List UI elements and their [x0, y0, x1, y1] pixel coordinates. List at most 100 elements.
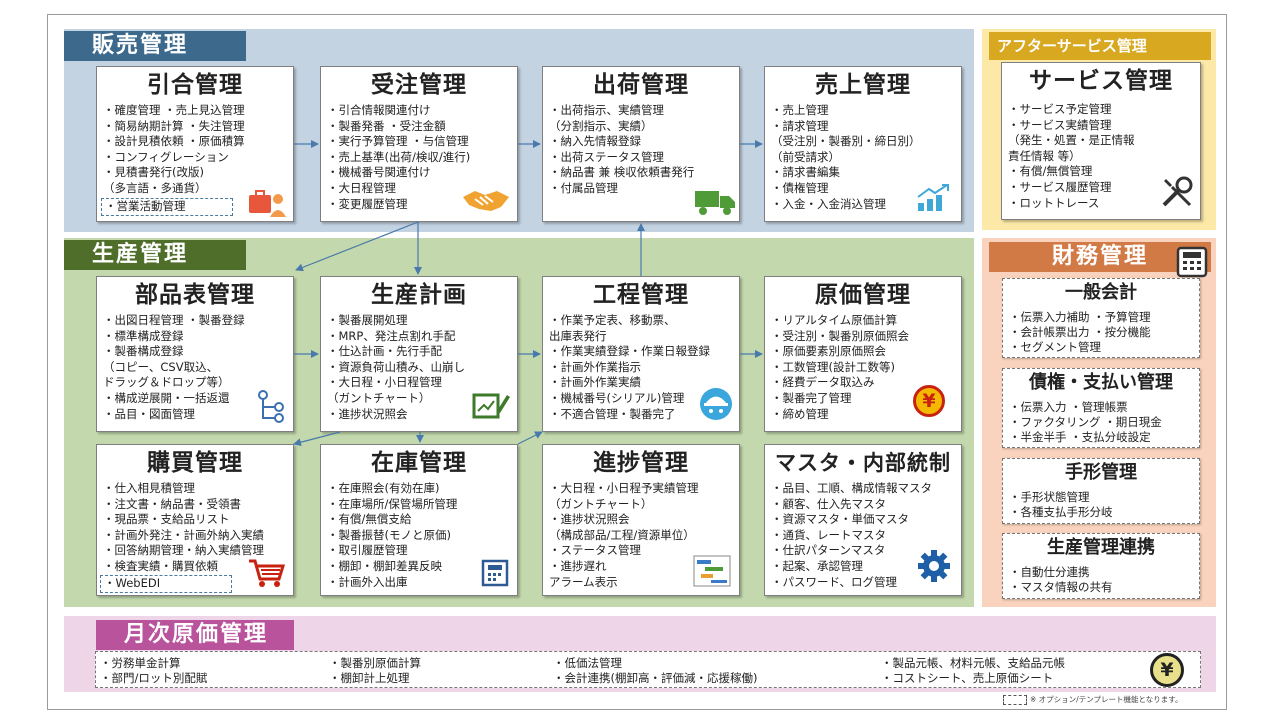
list-item: ・機械番号関連付け [327, 165, 431, 180]
list-item: ・検査実績・購買依頼 [103, 558, 218, 573]
list-item: （発生・処置・是正情報 [1008, 133, 1135, 148]
list-item: ・製番構成登録 [103, 344, 184, 359]
yen-coin-icon: ¥ [1150, 653, 1184, 687]
list-item: ・設計見積依頼 ・原価積算 [103, 134, 245, 149]
card-hikiai-list: ・確度管理 ・売上見込管理 ・簡易納期計算 ・失注管理 ・設計見積依頼 ・原価積… [97, 103, 293, 197]
card-purchase[interactable]: 購買管理 ・仕入相見積管理 ・注文書・納品書・受領書 ・現品票・支給品リスト ・… [96, 444, 294, 596]
card-service[interactable]: サービス管理 ・サービス予定管理 ・サービス実績管理 （発生・処置・是正情報 責… [1001, 62, 1201, 220]
list-item: ・低価法管理 [553, 656, 622, 670]
gear-icon [918, 550, 950, 582]
truck-icon [695, 191, 735, 215]
list-item: ・部門/ロット別配賦 [100, 671, 208, 685]
production-section-title: 生産管理 [64, 240, 246, 270]
card-progress[interactable]: 進捗管理 ・大日程・小日程予実績管理 （ガントチャート） ・進捗状況照会 （構成… [542, 444, 740, 596]
list-item: ・サービス予定管理 [1008, 102, 1112, 116]
aftersales-section-title: アフターサービス管理 [989, 32, 1211, 60]
monthly-col-2: ・製番別原価計算 ・棚卸計上処理 [329, 656, 421, 686]
list-item: ・労務単金計算 [100, 656, 181, 670]
finance-bills-box[interactable]: 手形管理 ・手形状態管理 ・各種支払手形分岐 [1002, 458, 1200, 524]
list-item: ・コンフィグレーション [103, 149, 229, 164]
list-item: （受注別・製番別・締日別） [771, 134, 921, 149]
card-bom-title: 部品表管理 [135, 282, 255, 308]
list-item: ・製番別原価計算 [329, 656, 421, 670]
list-item: ・各種支払手形分岐 [1009, 505, 1113, 519]
card-juchu[interactable]: 受注管理 ・引合情報関連付け ・製番発番 ・受注金額 ・実行予算管理 ・与信管理… [320, 66, 518, 222]
list-item: ・計画外発注・計画外納入実績 [103, 527, 264, 542]
card-inventory[interactable]: 在庫管理 ・在庫照会(有効在庫) ・在庫場所/保管場所管理 ・有償/無償支給 ・… [320, 444, 518, 596]
tools-icon [1162, 176, 1193, 207]
card-shukka[interactable]: 出荷管理 ・出荷指示、実績管理 （分割指示、実績） ・納入先情報登録 ・出荷ステ… [542, 66, 740, 222]
card-plan-title: 生産計画 [371, 282, 467, 308]
monthly-col-3: ・低価法管理 ・会計連携(棚卸高・評価減・応援稼働) [553, 656, 757, 686]
list-item: ・売上基準(出荷/検収/進行) [327, 149, 471, 164]
list-item: ・売上管理 [771, 103, 829, 117]
card-uriage[interactable]: 売上管理 ・売上管理 ・請求管理 （受注別・製番別・締日別） （前受請求） ・請… [764, 66, 962, 222]
list-item: ・実行予算管理 ・与信管理 [327, 134, 469, 149]
card-plan-list: ・製番展開処理 ・MRP、発注点割れ手配 ・仕込計画・先行手配 ・資源負荷山積み… [321, 313, 517, 422]
list-item: ・会計帳票出力 ・按分機能 [1009, 325, 1151, 339]
card-service-list: ・サービス予定管理 ・サービス実績管理 （発生・処置・是正情報 責任情報 等） … [1002, 102, 1200, 211]
list-item: （コピー、CSV取込、 [103, 359, 219, 374]
gantt-chart-icon [693, 555, 731, 587]
finance-general-list: ・伝票入力補助 ・予算管理 ・会計帳票出力 ・按分機能 ・セグメント管理 [1003, 310, 1199, 355]
list-item: ・大日程・小日程予実績管理 [549, 481, 699, 495]
card-cost-list: ・リアルタイム原価計算 ・受注別・製番別原価照会 ・原価要素別原価照会 ・工数管… [765, 313, 961, 422]
card-juchu-list: ・引合情報関連付け ・製番発番 ・受注金額 ・実行予算管理 ・与信管理 ・売上基… [321, 103, 517, 212]
list-item: アラーム表示 [549, 574, 618, 589]
list-item: ・品目・図面管理 [103, 406, 195, 421]
tree-structure-icon [258, 390, 284, 423]
card-plan[interactable]: 生産計画 ・製番展開処理 ・MRP、発注点割れ手配 ・仕込計画・先行手配 ・資源… [320, 276, 518, 432]
list-item: ・現品票・支給品リスト [103, 512, 230, 527]
finance-link-box[interactable]: 生産管理連携 ・自動仕分連携 ・マスタ情報の共有 [1002, 533, 1200, 599]
list-item: ・サービス実績管理 [1008, 117, 1112, 132]
list-item: ・工数管理(設計工数等) [771, 359, 895, 374]
list-item: （ガントチャート） [549, 496, 653, 511]
card-process[interactable]: 工程管理 ・作業予定表、移動票、 出庫表発行 ・作業実績登録・作業日報登録 ・計… [542, 276, 740, 432]
list-item: ・不適合管理・製番完了 [549, 406, 676, 421]
sales-section-title: 販売管理 [64, 31, 246, 61]
card-master-list: ・品目、工順、構成情報マスタ ・顧客、仕入先マスタ ・資源マスタ・単価マスタ ・… [765, 481, 961, 590]
list-item: ・原価要素別原価照会 [771, 344, 886, 359]
list-item: ・マスタ情報の共有 [1009, 580, 1113, 594]
card-process-title: 工程管理 [593, 282, 689, 308]
card-uriage-list: ・売上管理 ・請求管理 （受注別・製番別・締日別） （前受請求） ・請求書編集 … [765, 103, 961, 212]
card-juchu-title: 受注管理 [371, 72, 467, 98]
list-item: ・納品書 兼 検収依頼書発行 [549, 165, 695, 180]
list-item: ・在庫場所/保管場所管理 [327, 496, 458, 511]
list-item: ・会計連携(棚卸高・評価減・応援稼働) [553, 671, 758, 685]
list-item: ・出荷ステータス管理 [549, 149, 664, 164]
handshake-icon [463, 191, 509, 211]
list-item: ・品目、工順、構成情報マスタ [771, 481, 932, 495]
card-master-title: マスタ・内部統制 [775, 451, 951, 475]
list-item: ・注文書・納品書・受領書 [103, 496, 241, 511]
option-legend: ※ オプション/テンプレート機能となります。 [1003, 694, 1183, 705]
card-master[interactable]: マスタ・内部統制 ・品目、工順、構成情報マスタ ・顧客、仕入先マスタ ・資源マス… [764, 444, 962, 596]
list-item: ・製番完了管理 [771, 390, 852, 405]
chart-edit-icon [472, 393, 510, 419]
list-item: （前受請求） [771, 149, 840, 164]
finance-receivable-box[interactable]: 債権・支払い管理 ・伝票入力 ・管理帳票 ・ファクタリング ・期日現金 ・半金半… [1002, 368, 1200, 448]
list-item: ・納入先情報登録 [549, 134, 641, 149]
card-cost[interactable]: 原価管理 ・リアルタイム原価計算 ・受注別・製番別原価照会 ・原価要素別原価照会… [764, 276, 962, 432]
card-bom[interactable]: 部品表管理 ・出図日程管理 ・製番登録 ・標準構成登録 ・製番構成登録 （コピー… [96, 276, 294, 432]
card-hikiai[interactable]: 引合管理 ・確度管理 ・売上見込管理 ・簡易納期計算 ・失注管理 ・設計見積依頼… [96, 66, 294, 222]
briefcase-person-icon [249, 190, 286, 217]
list-item: ・進捗状況照会 [549, 512, 630, 527]
list-item: ・経費データ取込み [771, 375, 875, 390]
list-item: ・伝票入力補助 ・予算管理 [1009, 310, 1151, 324]
yen-coin-icon: ¥ [913, 385, 945, 417]
worker-helmet-icon [700, 388, 732, 420]
list-item: ・MRP、発注点割れ手配 [327, 328, 456, 343]
list-item: ・大日程管理 [327, 180, 396, 195]
list-item: ・受注別・製番別原価照会 [771, 328, 909, 343]
list-item: 責任情報 等） [1008, 148, 1081, 163]
list-item: ・製番展開処理 [327, 313, 408, 327]
list-item: ・手形状態管理 [1009, 490, 1090, 504]
list-item: ・製番振替(モノと原価) [327, 527, 451, 542]
list-item: ・有償/無償管理 [1008, 164, 1093, 179]
list-item: ・取引履歴管理 [327, 543, 408, 558]
list-item: ・確度管理 ・売上見込管理 [103, 103, 245, 117]
finance-general-box[interactable]: 一般会計 ・伝票入力補助 ・予算管理 ・会計帳票出力 ・按分機能 ・セグメント管… [1002, 278, 1200, 358]
option-sales-activity: ・営業活動管理 [101, 198, 233, 216]
list-item: ・入金・入金消込管理 [771, 196, 886, 211]
